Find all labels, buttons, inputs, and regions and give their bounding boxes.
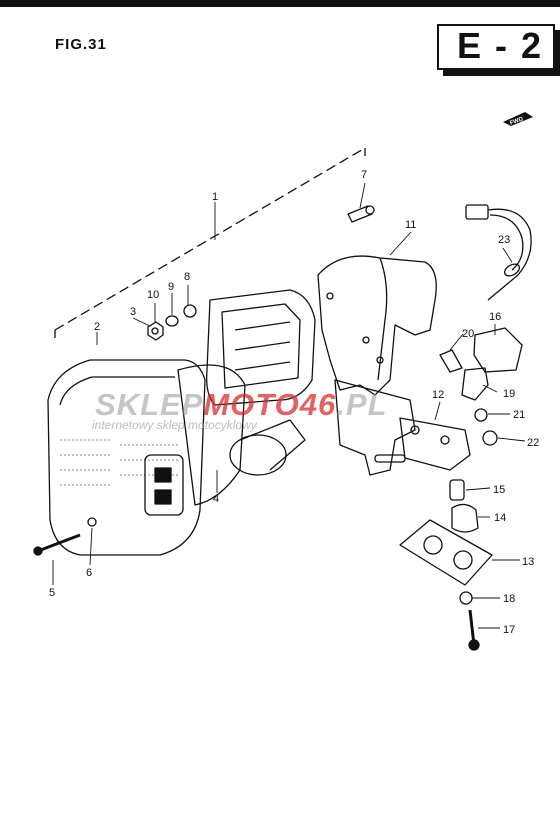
callout-23: 23 <box>498 234 510 246</box>
lamp-housing <box>206 289 316 406</box>
callout-8: 8 <box>184 271 190 283</box>
license-bracket <box>334 379 416 476</box>
clamp-19 <box>461 367 489 401</box>
bolt-20 <box>439 349 463 373</box>
bulb-socket <box>229 434 287 476</box>
washer-18 <box>459 591 473 605</box>
watermark-part-d: .PL <box>336 387 388 422</box>
rubber-block-16 <box>473 327 523 373</box>
watermark-logo: SKLEPMOTO46.PL <box>95 387 388 423</box>
plate-13 <box>399 519 493 586</box>
watermark-part-c: 46 <box>299 387 337 422</box>
callout-3: 3 <box>130 306 136 318</box>
section-code: E - 2 <box>456 25 544 66</box>
callout-1: 1 <box>212 191 218 203</box>
cushion-14 <box>451 503 479 533</box>
washer-6 <box>87 517 97 527</box>
nut-10 <box>147 321 164 341</box>
fwd-arrow-icon: FWD <box>503 112 533 126</box>
washer-9 <box>165 315 179 327</box>
lamp-reflector-window <box>144 454 184 516</box>
watermark-part-a: SKLEP <box>95 387 204 422</box>
callout-21: 21 <box>513 409 525 421</box>
fwd-arrow-label: FWD <box>509 116 525 126</box>
callout-16: 16 <box>489 311 501 323</box>
tail-lamp-lens <box>47 359 206 556</box>
collar-15 <box>449 479 465 501</box>
watermark-tagline: internetowy sklep motocyklowy <box>92 418 257 432</box>
callout-11: 11 <box>405 219 416 231</box>
washer-8 <box>183 304 197 318</box>
callout-10: 10 <box>147 289 159 301</box>
nut-22 <box>482 430 498 446</box>
bolt-17 <box>468 609 476 646</box>
wire-grommet <box>503 263 521 277</box>
callout-2: 2 <box>94 321 100 333</box>
top-border <box>0 0 560 7</box>
callout-18: 18 <box>503 593 515 605</box>
callout-22: 22 <box>527 437 539 449</box>
wire-connector <box>465 204 489 220</box>
lamp-bracket <box>317 255 437 396</box>
callout-6: 6 <box>86 567 92 579</box>
callout-15: 15 <box>493 484 505 496</box>
watermark-part-b: MOTO <box>203 387 300 422</box>
callout-9: 9 <box>168 281 174 293</box>
bolt-5 <box>37 533 81 553</box>
washer-21 <box>474 408 488 422</box>
callout-4: 4 <box>213 493 219 505</box>
callout-17: 17 <box>503 624 515 636</box>
callout-13: 13 <box>522 556 534 568</box>
callout-7: 7 <box>361 169 367 181</box>
callout-12: 12 <box>432 389 444 401</box>
callout-19: 19 <box>503 388 515 400</box>
callout-5: 5 <box>49 587 55 599</box>
section-code-box <box>437 24 555 70</box>
callout-14: 14 <box>494 512 506 524</box>
figure-label: FIG.31 <box>55 36 107 53</box>
callout-20: 20 <box>462 328 474 340</box>
